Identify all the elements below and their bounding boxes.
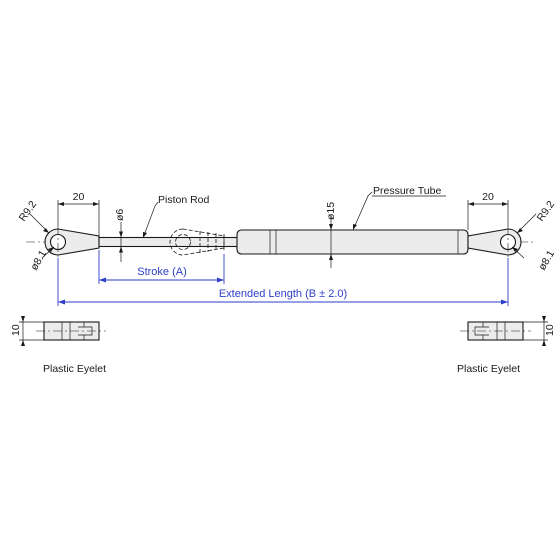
radius-right-text: R9.2 — [535, 199, 558, 224]
stroke-dimension: Stroke (A) — [98, 250, 225, 284]
eye-dia-callout-right: ø8.1 — [511, 246, 557, 273]
tube-dia-dimension: ø15 — [325, 202, 337, 268]
piston-rod-label: Piston Rod — [158, 194, 210, 206]
plastic-eyelet-right-caption: Plastic Eyelet — [457, 363, 520, 375]
dim-right-eyelet-thickness: 10 — [523, 316, 556, 346]
eyelet-thickness-right-text: 10 — [544, 324, 556, 336]
pressure-tube — [236, 229, 469, 255]
stroke-end-ghost-eyelet — [169, 228, 225, 256]
pressure-tube-label: Pressure Tube — [373, 185, 441, 197]
dim-left-eye-length-text: 20 — [73, 191, 85, 203]
eyelet-thickness-left-text: 10 — [10, 324, 22, 336]
left-eyelet — [44, 226, 100, 258]
eye-dia-left-text: ø8.1 — [28, 248, 49, 272]
rod-dia-dimension: ø6 — [114, 209, 126, 262]
piston-rod — [98, 236, 240, 248]
dim-left-eye-length: 20 — [57, 191, 100, 236]
dim-right-eye-length-text: 20 — [482, 191, 494, 203]
piston-rod-leader: Piston Rod — [142, 194, 210, 239]
plastic-eyelet-left-caption: Plastic Eyelet — [43, 363, 106, 375]
rod-dia-text: ø6 — [114, 209, 126, 221]
extended-length-text: Extended Length (B ± 2.0) — [219, 288, 347, 300]
left-eyelet-side-view — [36, 321, 106, 341]
dim-right-eye-length: 20 — [467, 191, 509, 230]
dim-left-eyelet-thickness: 10 — [10, 316, 44, 346]
radius-callout-right: R9.2 — [516, 199, 558, 234]
extended-length-dimension: Extended Length (B ± 2.0) — [57, 258, 509, 306]
right-eyelet — [467, 226, 522, 258]
pressure-tube-leader: Pressure Tube — [352, 185, 446, 231]
eye-dia-right-text: ø8.1 — [536, 248, 557, 272]
radius-callout-left: R9.2 — [17, 199, 50, 234]
eye-dia-callout-left: ø8.1 — [28, 246, 55, 273]
stroke-text: Stroke (A) — [137, 266, 187, 278]
tube-dia-text: ø15 — [325, 202, 337, 220]
right-eyelet-side-view — [460, 321, 531, 341]
